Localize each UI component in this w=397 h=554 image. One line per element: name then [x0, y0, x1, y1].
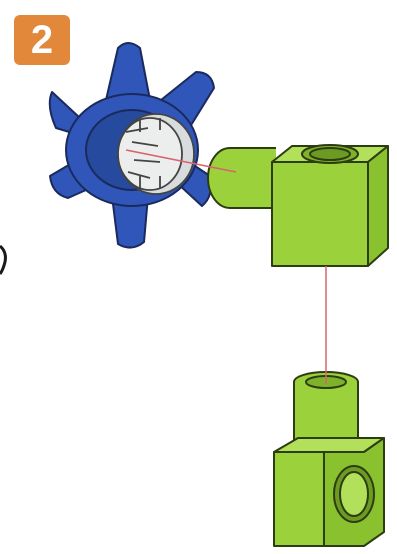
white-hub [117, 113, 195, 195]
guide-lines [125, 149, 327, 384]
step-badge: 2 [14, 15, 70, 65]
green-connector-bottom [273, 371, 385, 547]
step-number: 2 [30, 18, 54, 62]
green-connector-top [207, 144, 389, 267]
partial-part-edge [0, 244, 7, 275]
